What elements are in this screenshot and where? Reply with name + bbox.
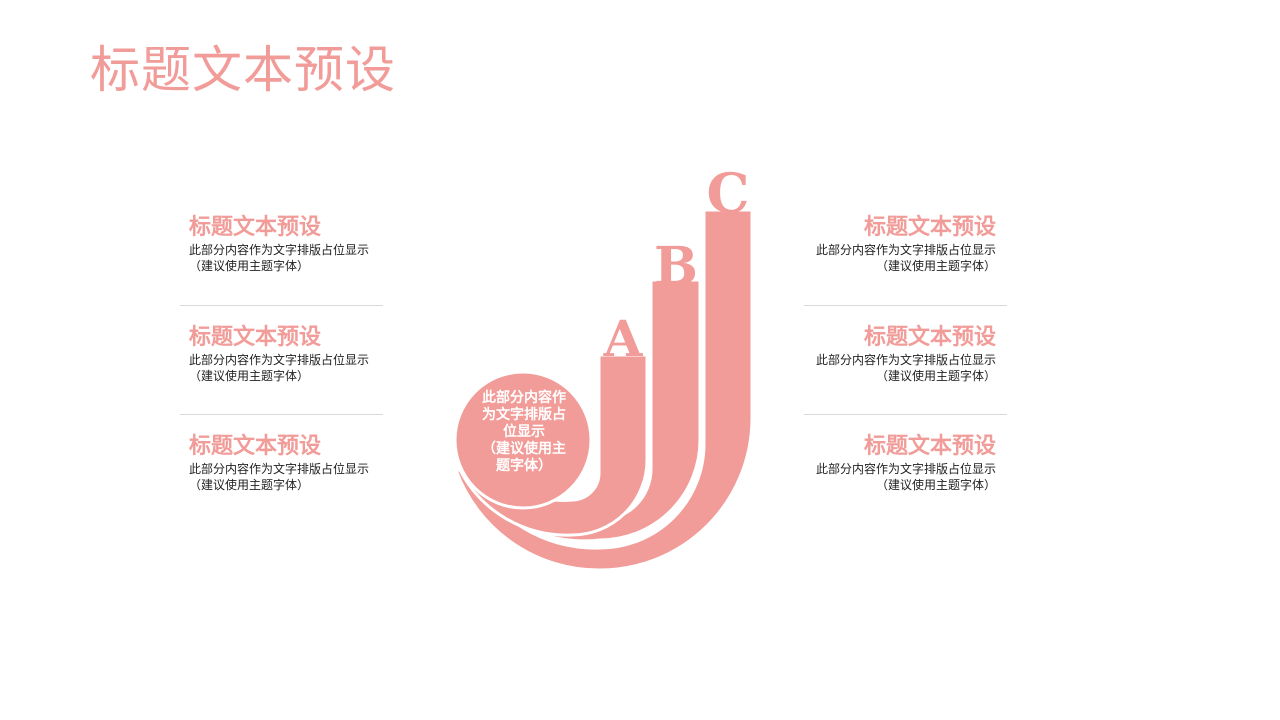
left-item-1-title: 标题文本预设 bbox=[189, 215, 322, 240]
center-text-line-4: （建议使用主 bbox=[482, 441, 566, 457]
right-item-2-line1: 此部分内容作为文字排版占位显示 bbox=[815, 353, 996, 367]
right-item-2-title: 标题文本预设 bbox=[863, 325, 996, 350]
right-item-2-line2: （建议使用主题字体） bbox=[875, 369, 996, 383]
letter-c: C bbox=[707, 161, 750, 225]
right-item-3-title: 标题文本预设 bbox=[863, 434, 996, 459]
left-divider-2 bbox=[180, 414, 383, 415]
left-item-1-line2: （建议使用主题字体） bbox=[189, 259, 310, 273]
right-item-1-line1: 此部分内容作为文字排版占位显示 bbox=[815, 243, 996, 257]
left-item-3-title: 标题文本预设 bbox=[189, 434, 322, 459]
left-item-2-line2: （建议使用主题字体） bbox=[189, 369, 310, 383]
left-item-3: 标题文本预设 此部分内容作为文字排版占位显示 （建议使用主题字体） bbox=[189, 433, 409, 493]
right-divider-1 bbox=[804, 305, 1007, 306]
page-title: 标题文本预设 bbox=[90, 41, 396, 99]
right-item-2: 标题文本预设 此部分内容作为文字排版占位显示 （建议使用主题字体） bbox=[776, 324, 996, 384]
left-item-2: 标题文本预设 此部分内容作为文字排版占位显示 （建议使用主题字体） bbox=[189, 324, 409, 384]
left-item-2-title: 标题文本预设 bbox=[189, 325, 322, 350]
band-c bbox=[453, 208, 754, 572]
center-text: 此部分内容作 为文字排版占 位显示 （建议使用主 题字体） bbox=[456, 390, 592, 475]
center-text-line-1: 此部分内容作 bbox=[482, 390, 566, 406]
right-item-3: 标题文本预设 此部分内容作为文字排版占位显示 （建议使用主题字体） bbox=[776, 433, 996, 493]
letter-a: A bbox=[603, 309, 644, 368]
left-divider-1 bbox=[180, 305, 383, 306]
right-item-3-line1: 此部分内容作为文字排版占位显示 bbox=[815, 462, 996, 476]
center-text-line-5: 题字体） bbox=[496, 458, 552, 474]
center-circle bbox=[453, 370, 593, 510]
left-item-1-line1: 此部分内容作为文字排版占位显示 bbox=[189, 243, 370, 257]
center-text-line-2: 为文字排版占 bbox=[482, 407, 566, 423]
left-item-1: 标题文本预设 此部分内容作为文字排版占位显示 （建议使用主题字体） bbox=[189, 214, 409, 274]
left-item-3-line2: （建议使用主题字体） bbox=[189, 478, 310, 492]
left-item-2-line1: 此部分内容作为文字排版占位显示 bbox=[189, 353, 370, 367]
letter-b: B bbox=[654, 236, 698, 297]
left-item-3-line1: 此部分内容作为文字排版占位显示 bbox=[189, 462, 370, 476]
right-item-3-line2: （建议使用主题字体） bbox=[875, 478, 996, 492]
right-item-1-title: 标题文本预设 bbox=[863, 215, 996, 240]
right-item-1-line2: （建议使用主题字体） bbox=[875, 259, 996, 273]
center-text-line-3: 位显示 bbox=[503, 424, 545, 440]
right-divider-2 bbox=[804, 414, 1007, 415]
right-item-1: 标题文本预设 此部分内容作为文字排版占位显示 （建议使用主题字体） bbox=[776, 214, 996, 274]
